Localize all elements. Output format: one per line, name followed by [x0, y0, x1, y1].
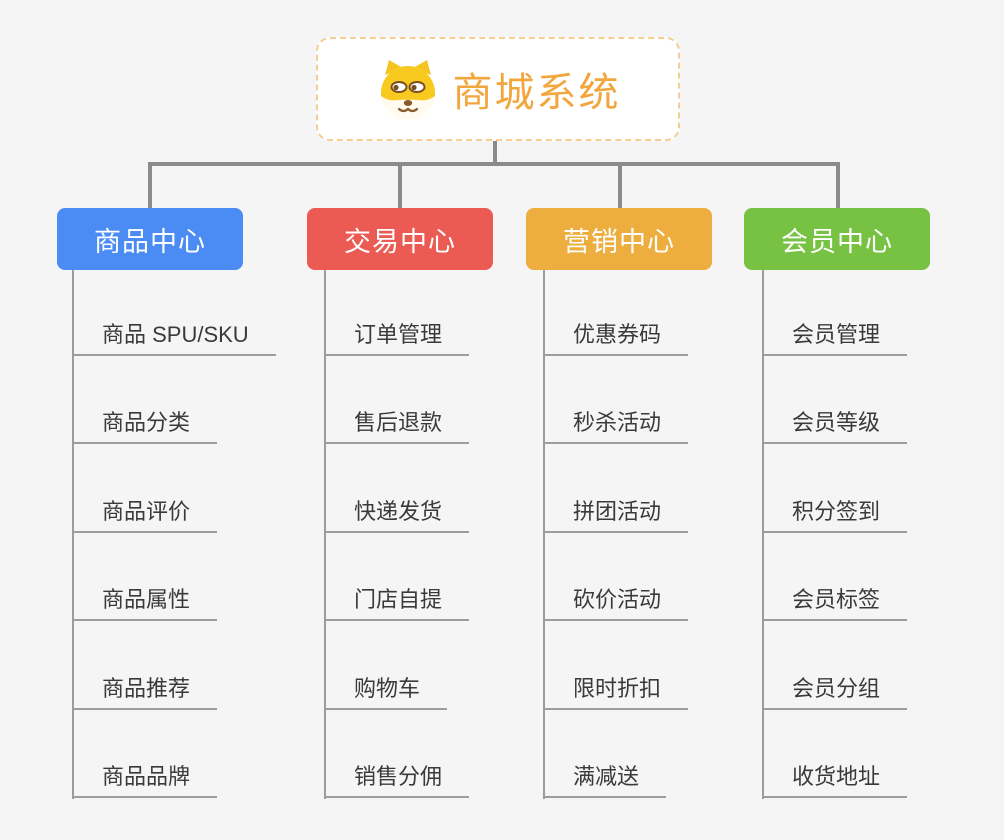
branch-header-product-center[interactable]: 商品中心 [57, 208, 243, 270]
leaf-node[interactable]: 会员标签 [762, 533, 908, 621]
branch-header-marketing-center[interactable]: 营销中心 [526, 208, 712, 270]
branch-line-trade-center [324, 270, 326, 799]
leaf-node[interactable]: 商品推荐 [72, 621, 218, 710]
branch-line-member-center [762, 270, 764, 799]
root-title: 商城系统 [452, 71, 621, 115]
leaf-node[interactable]: 积分签到 [762, 444, 908, 533]
leaf-node[interactable]: 快递发货 [324, 444, 470, 533]
connector-stub-marketing [618, 162, 622, 209]
connector-rail [148, 162, 840, 166]
leaf-node[interactable]: 砍价活动 [543, 533, 689, 621]
leaf-node[interactable]: 订单管理 [324, 267, 470, 356]
connector-root-stub [493, 140, 497, 166]
leaf-node[interactable]: 会员分组 [762, 621, 908, 710]
leaf-node[interactable]: 会员等级 [762, 356, 908, 444]
leaf-node[interactable]: 满减送 [543, 710, 667, 798]
branch-leaves-trade-center: 订单管理 售后退款 快递发货 门店自提 购物车 销售分佣 [324, 267, 470, 798]
leaf-node[interactable]: 收货地址 [762, 710, 908, 798]
root-node[interactable]: 商城系统 [316, 37, 680, 141]
leaf-node[interactable]: 秒杀活动 [543, 356, 689, 444]
branch-line-marketing-center [543, 270, 545, 799]
branch-header-trade-center[interactable]: 交易中心 [307, 208, 493, 270]
leaf-node[interactable]: 商品品牌 [72, 710, 218, 798]
leaf-node[interactable]: 拼团活动 [543, 444, 689, 533]
connector-stub-member [836, 162, 840, 209]
leaf-node[interactable]: 商品评价 [72, 444, 218, 533]
leaf-node[interactable]: 售后退款 [324, 356, 470, 444]
branch-leaves-marketing-center: 优惠券码 秒杀活动 拼团活动 砍价活动 限时折扣 满减送 [543, 267, 689, 798]
connector-stub-trade [398, 162, 402, 209]
leaf-node[interactable]: 商品分类 [72, 356, 218, 444]
dog-icon [380, 60, 435, 120]
leaf-node[interactable]: 门店自提 [324, 533, 470, 621]
branch-line-product-center [72, 270, 74, 799]
connector-stub-product [148, 162, 152, 209]
leaf-node[interactable]: 会员管理 [762, 267, 908, 356]
leaf-node[interactable]: 销售分佣 [324, 710, 470, 798]
leaf-node[interactable]: 限时折扣 [543, 621, 689, 710]
leaf-node[interactable]: 优惠券码 [543, 267, 689, 356]
leaf-node[interactable]: 商品 SPU/SKU [72, 267, 276, 356]
branch-leaves-product-center: 商品 SPU/SKU 商品分类 商品评价 商品属性 商品推荐 商品品牌 [72, 267, 276, 798]
leaf-node[interactable]: 购物车 [324, 621, 448, 710]
leaf-node[interactable]: 商品属性 [72, 533, 218, 621]
branch-leaves-member-center: 会员管理 会员等级 积分签到 会员标签 会员分组 收货地址 [762, 267, 908, 798]
branch-header-member-center[interactable]: 会员中心 [744, 208, 930, 270]
